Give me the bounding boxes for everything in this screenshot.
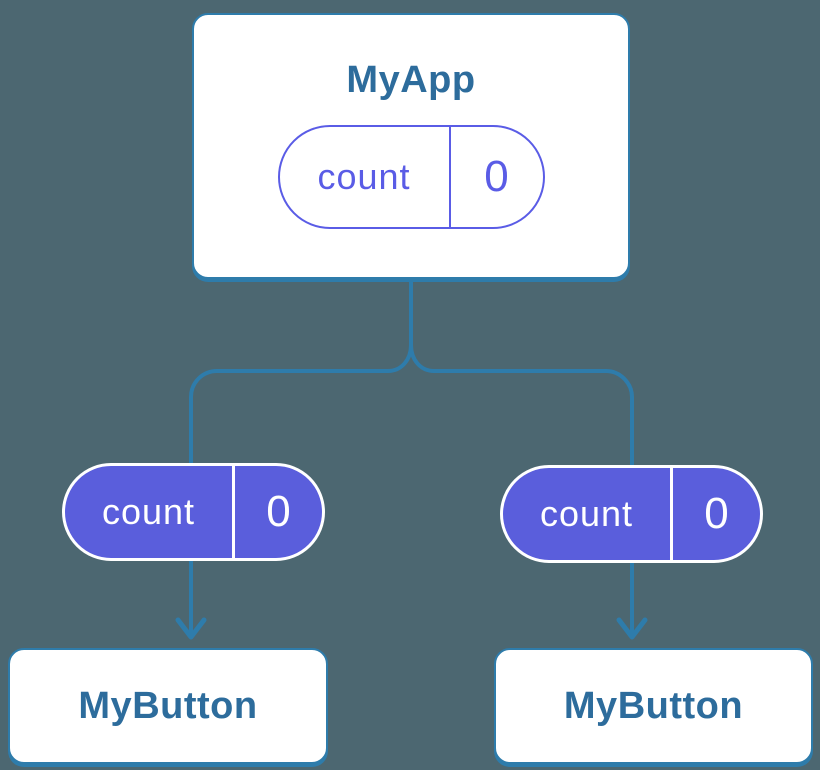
arrow-down-icon <box>616 617 648 640</box>
prop-value: 0 <box>704 489 729 538</box>
prop-pill-right: count 0 <box>500 465 763 563</box>
state-pill: count 0 <box>277 125 545 229</box>
component-card-myapp: MyApp count 0 <box>192 13 630 279</box>
branch-line-left <box>189 279 413 466</box>
prop-key-label: count <box>539 493 634 534</box>
component-title: MyButton <box>563 685 744 727</box>
component-title: MyButton <box>78 685 258 727</box>
pill-divider <box>670 468 673 560</box>
arrow-down-icon <box>175 617 207 640</box>
component-card-mybutton-right: MyButton <box>494 648 813 764</box>
component-title: MyApp <box>346 59 476 101</box>
prop-pill-left: count 0 <box>62 463 325 561</box>
prop-value: 0 <box>266 487 291 536</box>
state-key-label: count <box>317 156 411 197</box>
state-value: 0 <box>484 152 509 201</box>
component-card-mybutton-left: MyButton <box>8 648 328 764</box>
pill-divider <box>232 466 235 558</box>
pill-divider <box>448 127 451 227</box>
prop-key-label: count <box>101 491 196 532</box>
branch-line-right <box>409 344 634 468</box>
